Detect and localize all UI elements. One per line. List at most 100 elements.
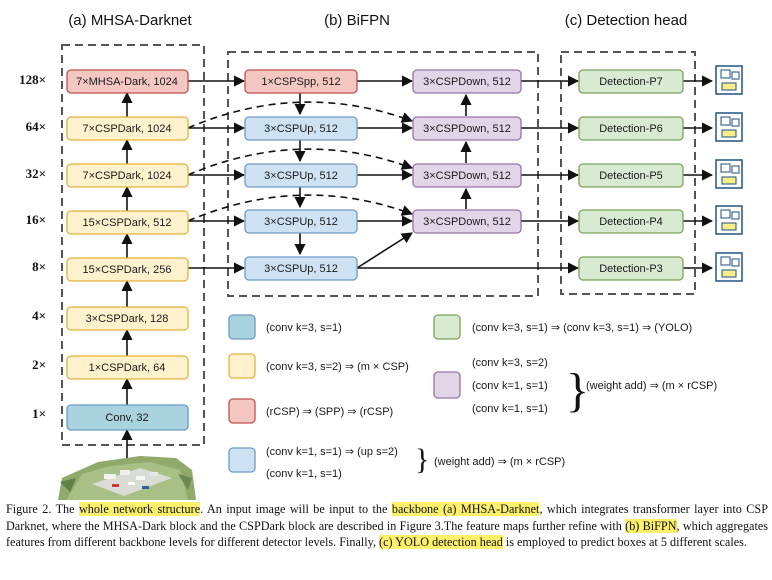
block-label: 3×CSPUp, 512 (264, 216, 338, 228)
legend-text: (conv k=3, s=1) ⇒ (conv k=3, s=1) ⇒ (YOL… (472, 322, 692, 334)
scale-label: 2× (32, 357, 46, 372)
block-cspdown (412, 209, 522, 234)
caption-highlight: whole network structure (78, 502, 201, 516)
caption-text: , which integrates transformer layer int… (6, 502, 768, 533)
legend-text: (conv k=1, s=1) ⇒ (up s=2) (266, 446, 398, 458)
scale-label: 128× (19, 72, 46, 87)
prediction-map-icon (715, 112, 743, 142)
block-label: 7×MHSA-Dark, 1024 (76, 76, 178, 88)
caption-text: . An input image will be input to the (200, 502, 392, 516)
block-cspup (244, 209, 358, 234)
scale-label: 16× (26, 212, 46, 227)
block-label: 3×CSPUp, 512 (264, 263, 338, 275)
block-cspspp (244, 69, 358, 94)
block-label: 3×CSPDown, 512 (423, 216, 511, 228)
block-detection (578, 69, 684, 94)
block-cspup (244, 163, 358, 188)
block-cspdark (66, 116, 189, 141)
block-cspup (244, 116, 358, 141)
block-cspdark (66, 163, 189, 188)
block-cspdown (412, 116, 522, 141)
block-label: 3×CSPDown, 512 (423, 123, 511, 135)
block-detection (578, 256, 684, 281)
skip-connections (187, 101, 414, 222)
block-label: Detection-P3 (599, 263, 663, 275)
caption-text: Figure 2. The (6, 502, 79, 516)
legend-swatch-yellow (228, 353, 256, 379)
cross-arrows (356, 75, 414, 269)
block-label: 15×CSPDark, 512 (83, 217, 172, 229)
legend-text: (conv k=1, s=1) (472, 403, 548, 415)
brace-icon: } (415, 443, 429, 476)
scale-label: 32× (26, 166, 46, 181)
scale-labels: 128× 64× 32× 16× 8× 4× 2× 1× (19, 72, 46, 421)
bifpn-group-box (227, 51, 539, 297)
prediction-map-icon (715, 65, 743, 95)
block-detection (578, 163, 684, 188)
scale-label: 1× (32, 406, 46, 421)
legend-text: (weight add) ⇒ (m × rCSP) (434, 456, 565, 468)
block-conv (66, 404, 189, 431)
block-label: Detection-P7 (599, 76, 663, 88)
input-aerial-image (58, 456, 196, 500)
block-label: 3×CSPDown, 512 (423, 76, 511, 88)
brace-icon: } (566, 364, 589, 417)
bifpn-up-blocks: 1×CSPSpp, 512 3×CSPUp, 512 3×CSPUp, 512 … (244, 69, 358, 281)
block-label: Conv, 32 (105, 412, 148, 424)
block-label: 3×CSPUp, 512 (264, 170, 338, 182)
block-cspdown (412, 69, 522, 94)
legend-text: (conv k=1, s=1) (266, 468, 342, 480)
block-label: 15×CSPDark, 256 (83, 264, 172, 276)
caption-highlight: (b) BiFPN (625, 518, 677, 533)
bifpn-down-blocks: 3×CSPDown, 512 3×CSPDown, 512 3×CSPDown,… (412, 69, 522, 234)
legend-text: (conv k=1, s=1) (472, 380, 548, 392)
head-arrows (357, 75, 714, 274)
backbone-group-box (61, 44, 205, 446)
block-label: 1×CSPDark, 64 (89, 362, 166, 374)
legend-swatch-red (228, 398, 256, 424)
block-label: Detection-P6 (599, 123, 663, 135)
legend-text: (conv k=3, s=1) (266, 322, 342, 334)
block-cspdark (66, 306, 189, 331)
block-label: 1×CSPSpp, 512 (261, 76, 340, 88)
caption-highlight: (c) YOLO detection head (379, 535, 503, 549)
legend-swatch-green (433, 314, 461, 340)
lateral-arrows (188, 75, 246, 274)
block-cspdark (66, 257, 189, 282)
network-diagram: (a) MHSA-Darknet (b) BiFPN (c) Detection… (19, 12, 743, 500)
detection-head-blocks: Detection-P7 Detection-P6 Detection-P5 D… (578, 69, 684, 281)
block-label: 3×CSPDown, 512 (423, 170, 511, 182)
legend-text: (conv k=3, s=2) (472, 357, 548, 369)
title-mhsa-darknet: (a) MHSA-Darknet (68, 12, 192, 29)
block-label: 3×CSPDark, 128 (86, 313, 169, 325)
block-cspdown (412, 163, 522, 188)
legend-text: (weight add) ⇒ (m × rCSP) (586, 380, 717, 392)
title-detection-head: (c) Detection head (565, 12, 688, 29)
block-label: 3×CSPUp, 512 (264, 123, 338, 135)
scale-label: 8× (32, 259, 46, 274)
prediction-map-icon (715, 205, 743, 235)
figure-caption: Figure 2. The whole network structure. A… (6, 501, 768, 551)
title-bifpn: (b) BiFPN (324, 12, 390, 29)
block-mhsa-dark (66, 69, 189, 94)
legend-text: (conv k=3, s=2) ⇒ (m × CSP) (266, 361, 409, 373)
block-label: 7×CSPDark, 1024 (83, 170, 172, 182)
block-detection (578, 116, 684, 141)
prediction-output-icons (715, 65, 743, 282)
block-cspdark (66, 210, 189, 235)
legend-swatch-purple (433, 371, 461, 399)
block-detection (578, 209, 684, 234)
legend-swatch-blue (228, 314, 256, 340)
prediction-map-icon (715, 159, 743, 189)
caption-text: is employed to predict boxes at 5 differ… (502, 535, 747, 549)
legend: (conv k=3, s=1) (conv k=3, s=2) ⇒ (m × C… (228, 314, 717, 480)
prediction-map-icon (715, 252, 743, 282)
caption-text: , which aggregates features from differe… (6, 518, 768, 550)
block-label: 7×CSPDark, 1024 (83, 123, 172, 135)
legend-swatch-lightblue (228, 447, 256, 473)
block-cspup (244, 256, 358, 281)
block-label: Detection-P4 (599, 216, 663, 228)
head-group-box (560, 51, 696, 295)
backbone-blocks: 7×MHSA-Dark, 1024 7×CSPDark, 1024 7×CSPD… (66, 69, 189, 431)
block-label: Detection-P5 (599, 170, 663, 182)
